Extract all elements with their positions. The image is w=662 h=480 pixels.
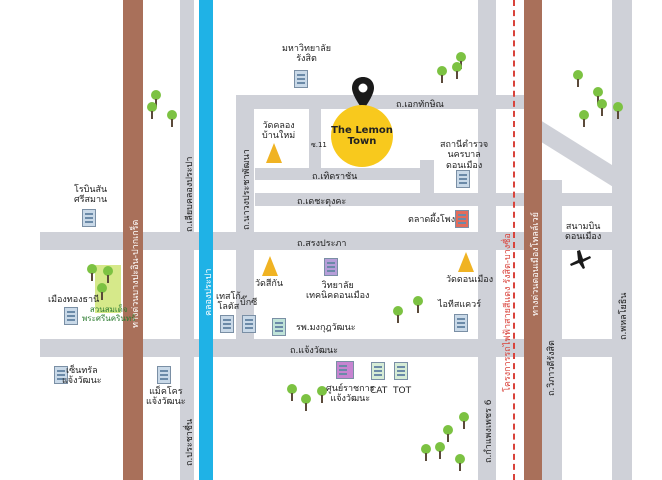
label-kamphaengphet6: ถ.กำแพงเพชร 6 (484, 399, 494, 463)
building-icon (242, 315, 256, 333)
building-icon (371, 362, 385, 380)
place-big-c: บิ๊กซี (240, 298, 258, 308)
road-phaholyothin (612, 0, 632, 480)
tree-icon (86, 264, 98, 282)
canal-prapa (199, 0, 213, 480)
rail-red-line (513, 0, 515, 480)
label-vibhavadi: ถ.วิภาวดีรังสิต (547, 340, 557, 396)
building-icon (294, 70, 308, 88)
building-icon (64, 307, 78, 325)
road-kamphaengphet6 (478, 0, 496, 480)
landmark-name-line1: The Lemon (331, 125, 393, 136)
place-makro: แม็คโคร แจ้งวัฒนะ (146, 387, 186, 408)
tree-icon (392, 306, 404, 324)
label-dechatungkha: ถ.เดชะตุงคะ (297, 197, 347, 207)
label-ekthakchin: ถ.เอกทักษิณ (396, 100, 444, 110)
the-lemon-town-marker[interactable]: The Lemon Town (331, 105, 393, 167)
tree-icon (436, 66, 448, 84)
tree-icon (596, 99, 608, 117)
road-nawa-prasert (236, 95, 254, 339)
label-nawa-prasert: ถ.นาวงประชาพัฒนา (242, 149, 252, 230)
road-liap-khlong-prapa (180, 0, 194, 480)
temple-icon (262, 256, 278, 276)
tree-icon (102, 266, 114, 284)
building-icon (394, 362, 408, 380)
place-it-square: ไอทีสแควร์ (438, 300, 482, 310)
highway-donmuang-tollway (524, 0, 542, 480)
place-suan-somdet: สวนสมเด็จ พระศรีนครินทร์ (82, 305, 136, 324)
road-diagonal (530, 120, 625, 189)
road-soi11 (309, 109, 321, 169)
building-icon (336, 361, 354, 379)
building-icon (54, 366, 68, 384)
highway-bangkhen-pakkret (123, 0, 143, 480)
tree-icon (146, 102, 158, 120)
label-chaengwattana: ถ.แจ้งวัฒนะ (290, 346, 338, 356)
label-donmuang-tollway: ทางด่วนดอนเมืองโทลล์เวย์ (531, 212, 541, 316)
place-central-chaengwattana: เซ็นทรัล แจ้งวัฒนะ (62, 366, 102, 387)
building-icon (272, 318, 286, 336)
place-mongkutwattana-hospital: รพ.มงกุฎวัฒนะ (296, 323, 356, 333)
place-wat-si-kan: วัดสีกัน (255, 279, 283, 289)
label-songprapa: ถ.สรงประภา (297, 239, 347, 249)
label-phaholyothin: ถ.พหลโยธิน (619, 292, 629, 340)
place-tesco-lotus: เทสโก้ โลตัส (216, 292, 241, 313)
tree-icon (572, 70, 584, 88)
label-thetsaban: ถ.เทิดราชัน (312, 172, 358, 182)
road-thetsaban (255, 168, 423, 180)
tree-icon (420, 444, 432, 462)
building-icon (324, 258, 338, 276)
tree-icon (442, 425, 454, 443)
road-connector (420, 160, 434, 195)
road-vibhavadi (540, 180, 562, 480)
place-wat-don-mueang: วัดดอนเมือง (446, 275, 494, 285)
airplane-icon (570, 250, 591, 269)
tree-icon (454, 454, 466, 472)
label-soi11: ซ.11 (311, 141, 327, 149)
label-canal: คลองประปา (204, 268, 214, 316)
tree-icon (451, 62, 463, 80)
tree-icon (458, 412, 470, 430)
tree-icon (578, 110, 590, 128)
place-wat-khlong-ban-mai: วัดคลอง บ้านใหม่ (262, 121, 296, 142)
place-cat: CAT (370, 386, 388, 396)
building-icon (82, 209, 96, 227)
building-icon (157, 366, 171, 384)
tree-icon (300, 394, 312, 412)
tree-icon (412, 296, 424, 314)
tree-icon (612, 102, 624, 120)
tree-icon (434, 442, 446, 460)
place-don-mueang-airport: สนามบิน ดอนเมือง (565, 222, 602, 243)
place-government-center: ศูนย์ราชการ แจ้งวัฒนะ (326, 384, 375, 405)
tree-icon (166, 110, 178, 128)
place-don-mueang-tech: วิทยาลัย เทคนิคดอนเมือง (306, 281, 370, 302)
road-ekthakchin (236, 95, 526, 109)
place-rangsit-univ: มหาวิทยาลัย รังสิต (282, 44, 332, 65)
location-pin-icon (352, 77, 374, 110)
place-robinson: โรบินสัน ศรีสมาน (74, 185, 108, 206)
building-icon (455, 210, 469, 228)
temple-icon (266, 143, 282, 163)
tree-icon (286, 384, 298, 402)
place-mueang-thong-thani: เมืองทองธานี (48, 295, 100, 305)
tree-icon (96, 283, 108, 301)
place-police-station: สถานีตำรวจ นครบาล ดอนเมือง (440, 140, 489, 171)
label-prachachuen: ถ.ประชาชื่น (185, 418, 195, 466)
building-icon (220, 315, 234, 333)
temple-icon (458, 252, 474, 272)
place-tot: TOT (393, 386, 412, 396)
label-liap-khlong-prapa: ถ.เลียบคลองประปา (185, 156, 195, 232)
landmark-name-line2: Town (347, 136, 377, 147)
place-talad-phong: ตลาดผึ้งโพง (408, 215, 456, 225)
building-icon (454, 314, 468, 332)
building-icon (456, 170, 470, 188)
label-red-line: โครงการรถไฟฟ้าสายสีแดง รังสิต-บางซื่อ (503, 233, 513, 392)
tree-icon (316, 386, 328, 404)
